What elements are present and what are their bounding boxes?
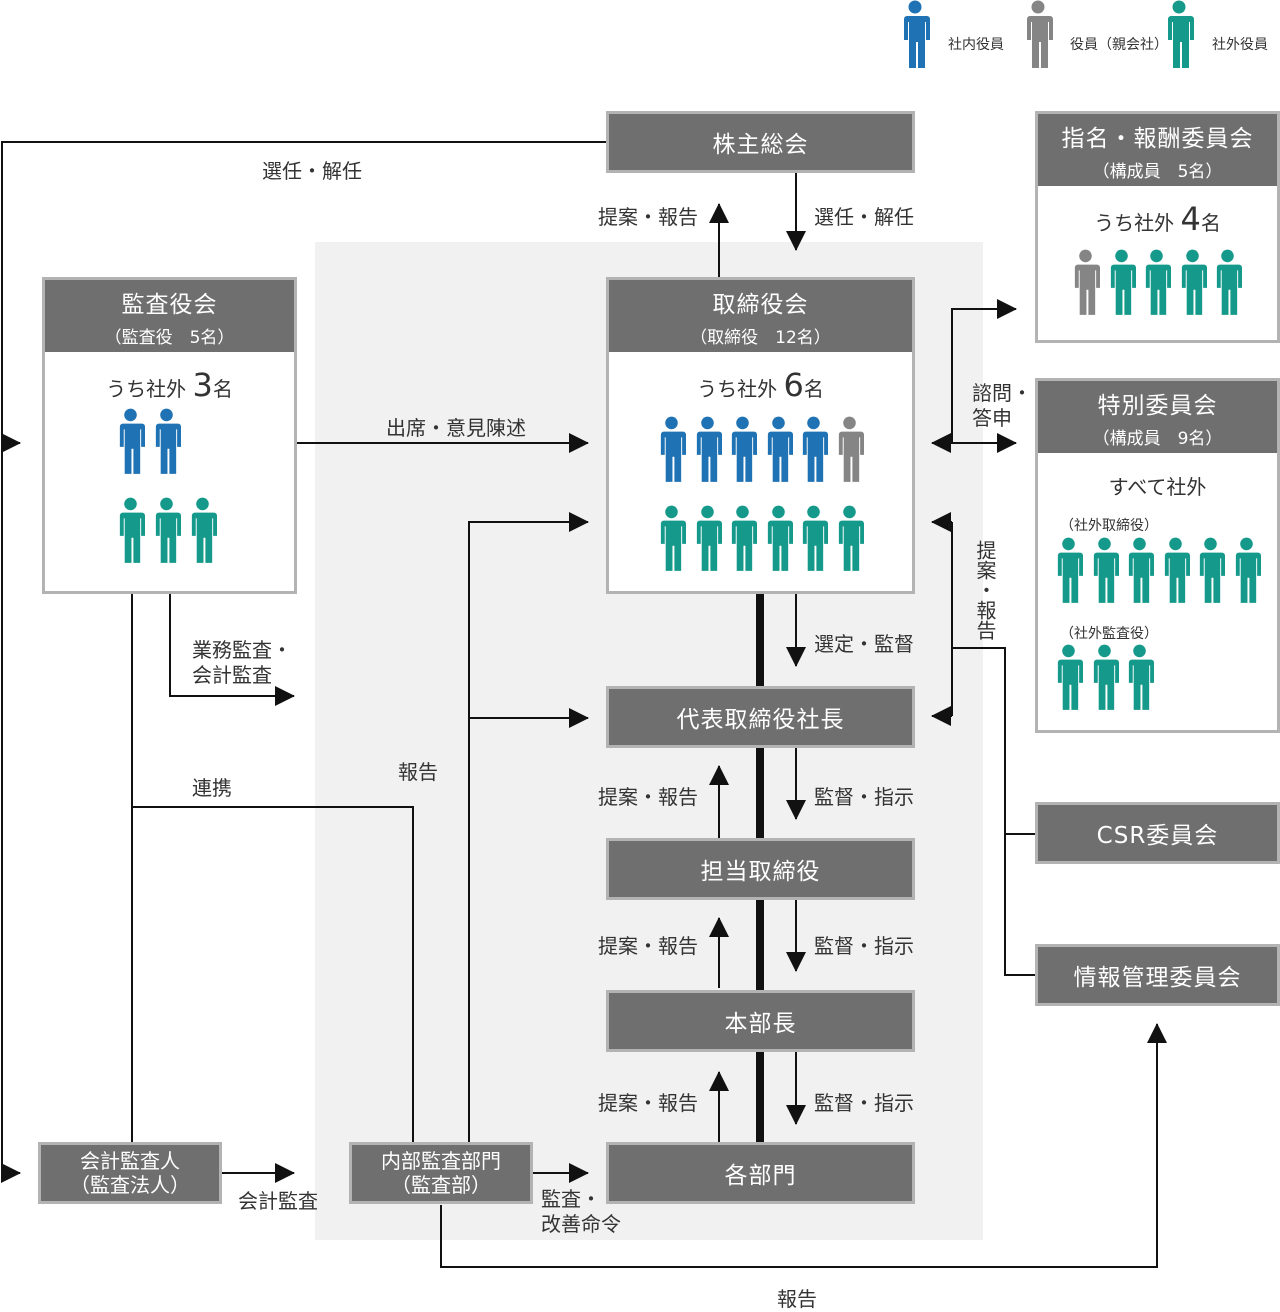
special-outside-directors-label: （社外取締役） — [1060, 518, 1158, 534]
label-propose-report-1: 提案・報告 — [598, 785, 698, 809]
info-management-committee-box: 情報管理委員会 — [1035, 944, 1280, 1006]
audit-board-inside-person-icon — [152, 408, 181, 480]
audit-board-outside-person-icon — [116, 497, 145, 569]
nomination-parent-person-icon — [1071, 249, 1100, 321]
label-attend-opinion: 出席・意見陳述 — [386, 416, 526, 440]
special-directors-outside-person-icon — [1232, 537, 1261, 609]
board-outside-person-icon — [728, 505, 757, 577]
label-supervise-instruct-1: 監督・指示 — [814, 785, 914, 809]
accounting-auditor-line1: 会計監査人 — [80, 1149, 180, 1173]
label-report-bottom: 報告 — [777, 1287, 817, 1311]
special-directors-outside-person-icon — [1161, 537, 1190, 609]
label-select-supervise: 選定・監督 — [814, 632, 914, 656]
special-directors-outside-person-icon — [1090, 537, 1119, 609]
internal-audit-box: 内部監査部門 （監査部） — [349, 1142, 533, 1204]
board-title: 取締役会 — [712, 291, 809, 318]
board-header: 取締役会 （取締役 12名） — [609, 280, 912, 352]
nomination-members: （構成員 5名） — [1092, 161, 1223, 182]
audit-board-outside-person-icon — [152, 497, 181, 569]
legend-outside-label: 社外役員 — [1212, 37, 1268, 53]
departments-box: 各部門 — [606, 1142, 915, 1204]
label-accounting-audit: 会計監査 — [238, 1189, 318, 1213]
nomination-outside-person-icon — [1213, 249, 1242, 321]
nomination-title: 指名・報酬委員会 — [1061, 125, 1254, 152]
nomination-compensation-committee-panel: 指名・報酬委員会 （構成員 5名） うち社外 4名 — [1035, 111, 1280, 343]
special-auditors-outside-person-icon — [1054, 644, 1083, 716]
special-directors-outside-person-icon — [1054, 537, 1083, 609]
board-of-directors-panel: 取締役会 （取締役 12名） うち社外 6名 — [606, 277, 915, 594]
audit-board-outside-count: うち社外 3名 — [106, 366, 233, 404]
shareholders-meeting-box: 株主総会 — [606, 111, 915, 173]
label-audit-improvement: 監査・改善命令 — [541, 1187, 621, 1236]
special-outside-auditors-label: （社外監査役） — [1060, 626, 1158, 642]
board-members: （取締役 12名） — [690, 327, 831, 348]
audit-board-header: 監査役会 （監査役 5名） — [45, 280, 294, 352]
legend-parent-label: 役員（親会社） — [1070, 37, 1168, 53]
legend-parent-person-icon — [1023, 0, 1053, 74]
nomination-outside-person-icon — [1178, 249, 1207, 321]
special-auditors-outside-person-icon — [1125, 644, 1154, 716]
legend-inside-label: 社内役員 — [948, 37, 1004, 53]
director-in-charge-box: 担当取締役 — [606, 838, 915, 900]
special-auditors-outside-person-icon — [1090, 644, 1119, 716]
board-inside-person-icon — [764, 416, 793, 488]
audit-board-outside-person-icon — [188, 497, 217, 569]
audit-board-title: 監査役会 — [121, 291, 218, 318]
special-all-outside: すべて社外 — [1108, 475, 1207, 499]
label-elect-dismiss-top: 選任・解任 — [814, 205, 914, 229]
board-parent-person-icon — [835, 416, 864, 488]
board-outside-person-icon — [764, 505, 793, 577]
label-cooperation: 連携 — [192, 776, 232, 800]
legend-outside-person-icon — [1164, 0, 1194, 74]
label-consult: 諮問・答申 — [972, 381, 1032, 430]
audit-board-inside-person-icon — [116, 408, 145, 480]
division-head-box: 本部長 — [606, 990, 915, 1052]
special-members: （構成員 9名） — [1092, 428, 1223, 449]
label-elect-dismiss-left: 選任・解任 — [262, 159, 362, 183]
audit-board-members: （監査役 5名） — [104, 327, 235, 348]
label-propose-report-top: 提案・報告 — [598, 205, 698, 229]
board-outside-person-icon — [835, 505, 864, 577]
label-supervise-instruct-2: 監督・指示 — [814, 934, 914, 958]
special-directors-outside-person-icon — [1196, 537, 1225, 609]
special-directors-outside-person-icon — [1125, 537, 1154, 609]
legend-inside-person-icon — [900, 0, 930, 74]
nomination-outside-person-icon — [1142, 249, 1171, 321]
label-propose-report-vertical: 提案・報告 — [973, 540, 997, 640]
board-inside-person-icon — [693, 416, 722, 488]
special-title: 特別委員会 — [1097, 392, 1218, 419]
board-inside-person-icon — [799, 416, 828, 488]
special-header: 特別委員会 （構成員 9名） — [1038, 381, 1277, 453]
nomination-header: 指名・報酬委員会 （構成員 5名） — [1038, 114, 1277, 186]
board-inside-person-icon — [657, 416, 686, 488]
nomination-outside-person-icon — [1107, 249, 1136, 321]
accounting-auditor-line2: （監査法人） — [70, 1173, 190, 1197]
internal-audit-line1: 内部監査部門 — [381, 1149, 501, 1173]
label-business-accounting-audit: 業務監査・会計監査 — [192, 638, 292, 687]
internal-audit-line2: （監査部） — [391, 1173, 491, 1197]
board-outside-person-icon — [657, 505, 686, 577]
accounting-auditor-box: 会計監査人 （監査法人） — [38, 1142, 222, 1204]
nomination-outside-count: うち社外 4名 — [1094, 200, 1221, 238]
label-supervise-instruct-3: 監督・指示 — [814, 1091, 914, 1115]
president-box: 代表取締役社長 — [606, 686, 915, 748]
label-propose-report-3: 提案・報告 — [598, 1091, 698, 1115]
board-outside-person-icon — [693, 505, 722, 577]
csr-committee-box: CSR委員会 — [1035, 802, 1280, 864]
label-propose-report-2: 提案・報告 — [598, 934, 698, 958]
board-outside-person-icon — [799, 505, 828, 577]
board-inside-person-icon — [728, 416, 757, 488]
label-report-internal: 報告 — [398, 760, 438, 784]
board-outside-count: うち社外 6名 — [697, 366, 824, 404]
